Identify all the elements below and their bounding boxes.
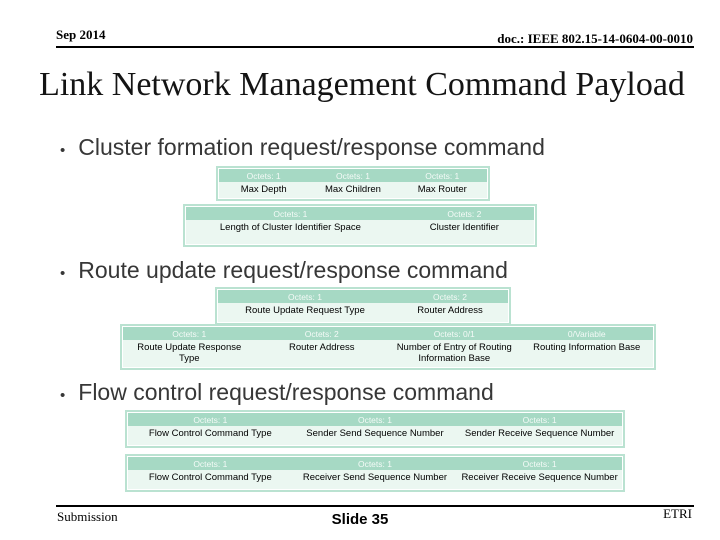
table-cluster-request: Octets: 1 Octets: 1 Octets: 1 Max Depth … bbox=[216, 166, 490, 201]
bullet-flow-control: • Flow control request/response command bbox=[60, 379, 494, 409]
field-cell: Max Router bbox=[417, 184, 467, 195]
table-body-row: Route Update Response Type Router Addres… bbox=[123, 340, 653, 367]
table-header-row: Octets: 1 Octets: 1 Octets: 1 bbox=[219, 169, 487, 182]
table-body-row: Max Depth Max Children Max Router bbox=[219, 182, 487, 198]
field-cell: Number of Entry of Routing Information B… bbox=[396, 342, 512, 364]
octet-header-cell: Octets: 1 bbox=[287, 292, 322, 302]
octet-header-cell: Octets: 0/1 bbox=[433, 329, 475, 339]
field-cell: Router Address bbox=[289, 342, 355, 353]
octet-header-cell: Octets: 1 bbox=[273, 209, 308, 219]
bullet-cluster-formation: • Cluster formation request/response com… bbox=[60, 134, 545, 164]
footer-submission: Submission bbox=[57, 509, 118, 524]
field-cell: Receiver Send Sequence Number bbox=[302, 472, 448, 483]
table-route-request: Octets: 1 Octets: 2 Route Update Request… bbox=[215, 287, 511, 325]
field-cell: Sender Receive Sequence Number bbox=[464, 428, 615, 439]
header-date: Sep 2014 bbox=[56, 27, 106, 42]
table-header-row: Octets: 1 Octets: 1 Octets: 1 bbox=[128, 457, 622, 470]
table-flow-request: Octets: 1 Octets: 1 Octets: 1 Flow Contr… bbox=[125, 410, 625, 448]
octet-header-cell: Octets: 2 bbox=[447, 209, 482, 219]
octet-header-cell: Octets: 1 bbox=[193, 459, 228, 469]
field-cell: Cluster Identifier bbox=[429, 222, 499, 233]
bullet-icon: • bbox=[60, 387, 66, 404]
table-body-row: Route Update Request Type Router Address bbox=[218, 303, 508, 322]
bullet-label: Flow control request/response command bbox=[78, 379, 494, 405]
bullet-icon: • bbox=[60, 142, 66, 159]
octet-header-cell: Octets: 1 bbox=[522, 415, 557, 425]
header-doc-number: doc.: IEEE 802.15-14-0604-00-0010 bbox=[497, 31, 693, 46]
table-header-row: Octets: 1 Octets: 2 Octets: 0/1 0/Variab… bbox=[123, 327, 653, 340]
table-body-row: Flow Control Command Type Receiver Send … bbox=[128, 470, 622, 489]
table-header-row: Octets: 1 Octets: 2 bbox=[186, 207, 534, 220]
table-header-row: Octets: 1 Octets: 1 Octets: 1 bbox=[128, 413, 622, 426]
octet-header-cell: 0/Variable bbox=[567, 329, 606, 339]
field-cell: Routing Information Base bbox=[533, 342, 641, 353]
field-cell: Max Children bbox=[324, 184, 381, 195]
slide-title: Link Network Management Command Payload bbox=[39, 66, 685, 103]
bullet-label: Cluster formation request/response comma… bbox=[78, 134, 545, 160]
octet-header-cell: Octets: 1 bbox=[335, 171, 370, 181]
table-flow-response: Octets: 1 Octets: 1 Octets: 1 Flow Contr… bbox=[125, 454, 625, 492]
table-cluster-identifier: Octets: 1 Octets: 2 Length of Cluster Id… bbox=[183, 204, 537, 247]
field-cell: Route Update Request Type bbox=[245, 305, 365, 316]
table-body-row: Length of Cluster Identifier Space Clust… bbox=[186, 220, 534, 244]
field-cell: Length of Cluster Identifier Space bbox=[219, 222, 361, 233]
bullet-route-update: • Route update request/response command bbox=[60, 257, 508, 287]
field-cell: Sender Send Sequence Number bbox=[306, 428, 444, 439]
octet-header-cell: Octets: 1 bbox=[246, 171, 281, 181]
field-cell: Flow Control Command Type bbox=[148, 472, 272, 483]
bullet-icon: • bbox=[60, 265, 66, 282]
octet-header-cell: Octets: 1 bbox=[193, 415, 228, 425]
field-cell: Max Depth bbox=[240, 184, 287, 195]
octet-header-cell: Octets: 1 bbox=[357, 459, 392, 469]
octet-header-cell: Octets: 2 bbox=[304, 329, 339, 339]
octet-header-cell: Octets: 2 bbox=[432, 292, 467, 302]
footer-slide-number: Slide 35 bbox=[331, 511, 389, 528]
field-cell: Flow Control Command Type bbox=[148, 428, 272, 439]
table-body-row: Flow Control Command Type Sender Send Se… bbox=[128, 426, 622, 445]
octet-header-cell: Octets: 1 bbox=[425, 171, 460, 181]
octet-header-cell: Octets: 1 bbox=[522, 459, 557, 469]
field-cell: Receiver Receive Sequence Number bbox=[461, 472, 618, 483]
bullet-label: Route update request/response command bbox=[78, 257, 508, 283]
table-route-response: Octets: 1 Octets: 2 Octets: 0/1 0/Variab… bbox=[120, 324, 656, 370]
field-cell: Route Update Response Type bbox=[137, 342, 242, 364]
octet-header-cell: Octets: 1 bbox=[357, 415, 392, 425]
header-rule bbox=[56, 46, 694, 48]
table-header-row: Octets: 1 Octets: 2 bbox=[218, 290, 508, 303]
footer-rule bbox=[56, 505, 694, 507]
footer-affiliation: ETRI bbox=[663, 506, 692, 521]
field-cell: Router Address bbox=[417, 305, 483, 316]
octet-header-cell: Octets: 1 bbox=[172, 329, 207, 339]
